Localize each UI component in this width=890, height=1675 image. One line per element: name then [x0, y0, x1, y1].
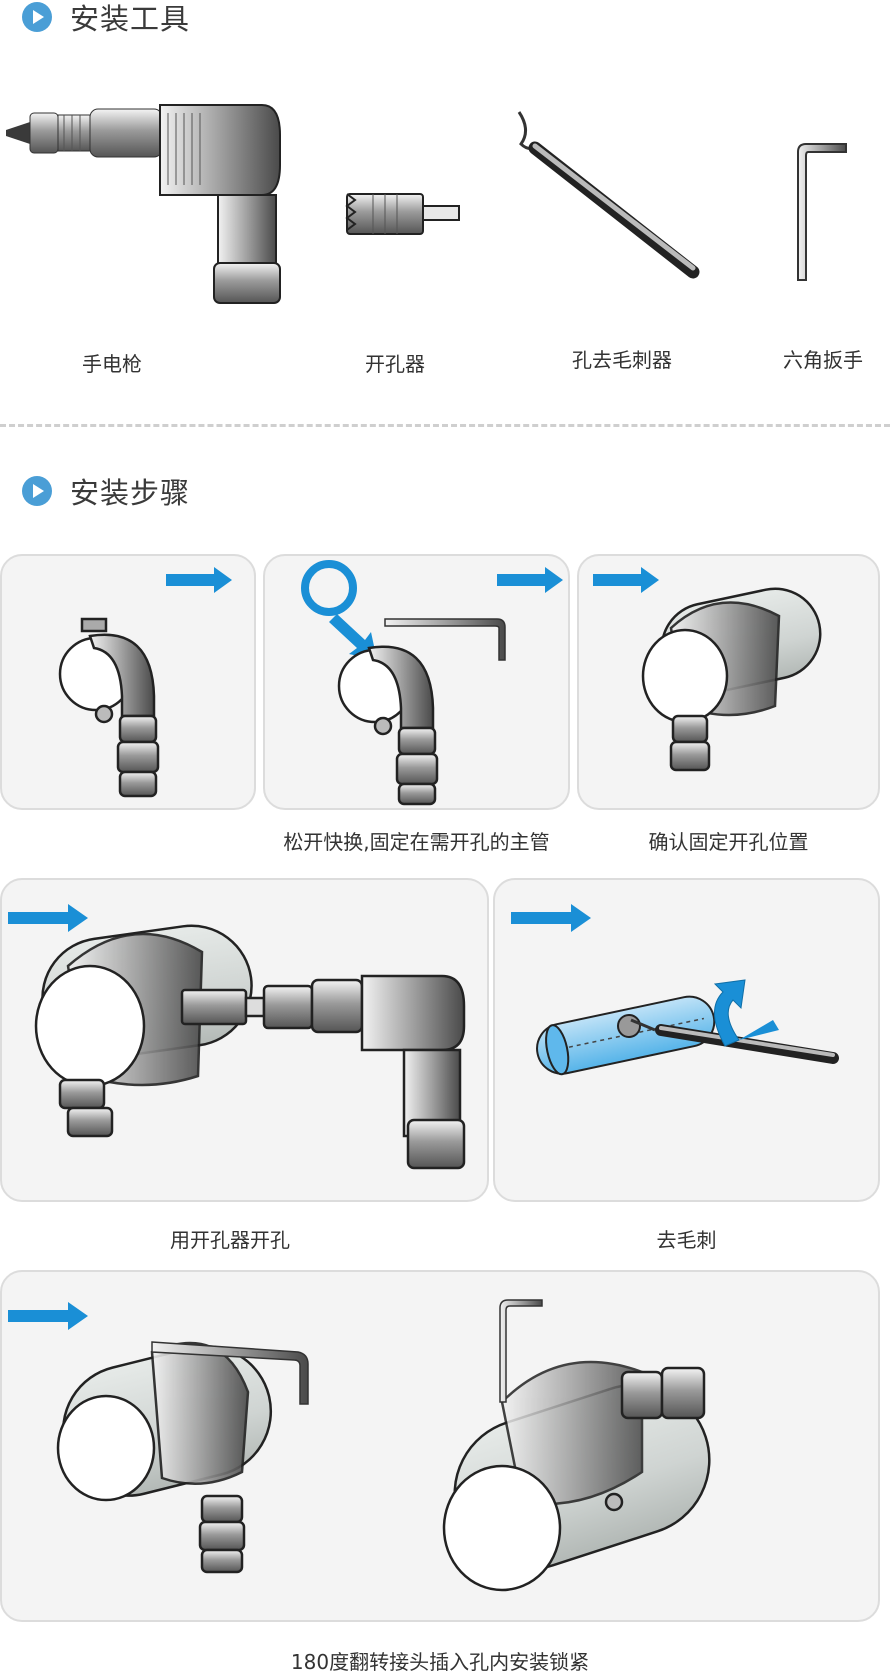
play-circle-icon	[22, 2, 52, 32]
tools-section-header: 安装工具	[22, 0, 190, 34]
step-caption-2: 确认固定开孔位置	[577, 826, 880, 855]
electric-drill-icon	[0, 95, 290, 330]
direction-arrow-icon	[166, 567, 232, 593]
tool-label-drill: 手电枪	[72, 348, 152, 377]
step-panel-saddle	[0, 554, 256, 810]
step-caption-5: 180度翻转接头插入孔内安装锁紧	[0, 1646, 880, 1675]
tool-label-hex-key: 六角扳手	[778, 344, 868, 373]
direction-arrow-icon	[8, 904, 88, 932]
direction-arrow-icon	[511, 904, 591, 932]
hole-saw-icon	[345, 190, 465, 240]
step-panel-drill	[0, 878, 489, 1202]
tool-label-deburring: 孔去毛刺器	[568, 344, 676, 373]
steps-section-header: 安装步骤	[22, 474, 190, 508]
step-panel-confirm	[577, 554, 880, 810]
tools-section-title: 安装工具	[70, 0, 190, 38]
deburring-tool-icon	[515, 110, 705, 285]
step-panel-deburr	[493, 878, 880, 1202]
step-caption-1: 松开快换,固定在需开孔的主管	[263, 826, 570, 855]
step-caption-4: 去毛刺	[493, 1224, 880, 1253]
section-divider	[0, 424, 890, 427]
direction-arrow-icon	[8, 1302, 88, 1330]
pipe-ring-icon	[305, 564, 353, 612]
direction-arrow-icon	[593, 567, 659, 593]
step-caption-3: 用开孔器开孔	[0, 1224, 460, 1253]
step-panel-flip-lock	[0, 1270, 880, 1622]
hex-key-icon	[790, 140, 850, 285]
direction-arrow-icon	[497, 567, 563, 593]
play-circle-icon	[22, 476, 52, 506]
tool-label-hole-saw: 开孔器	[350, 348, 440, 377]
step-panel-loosen	[263, 554, 570, 810]
steps-section-title: 安装步骤	[70, 470, 190, 512]
clamp-saddle-icon	[60, 619, 158, 796]
